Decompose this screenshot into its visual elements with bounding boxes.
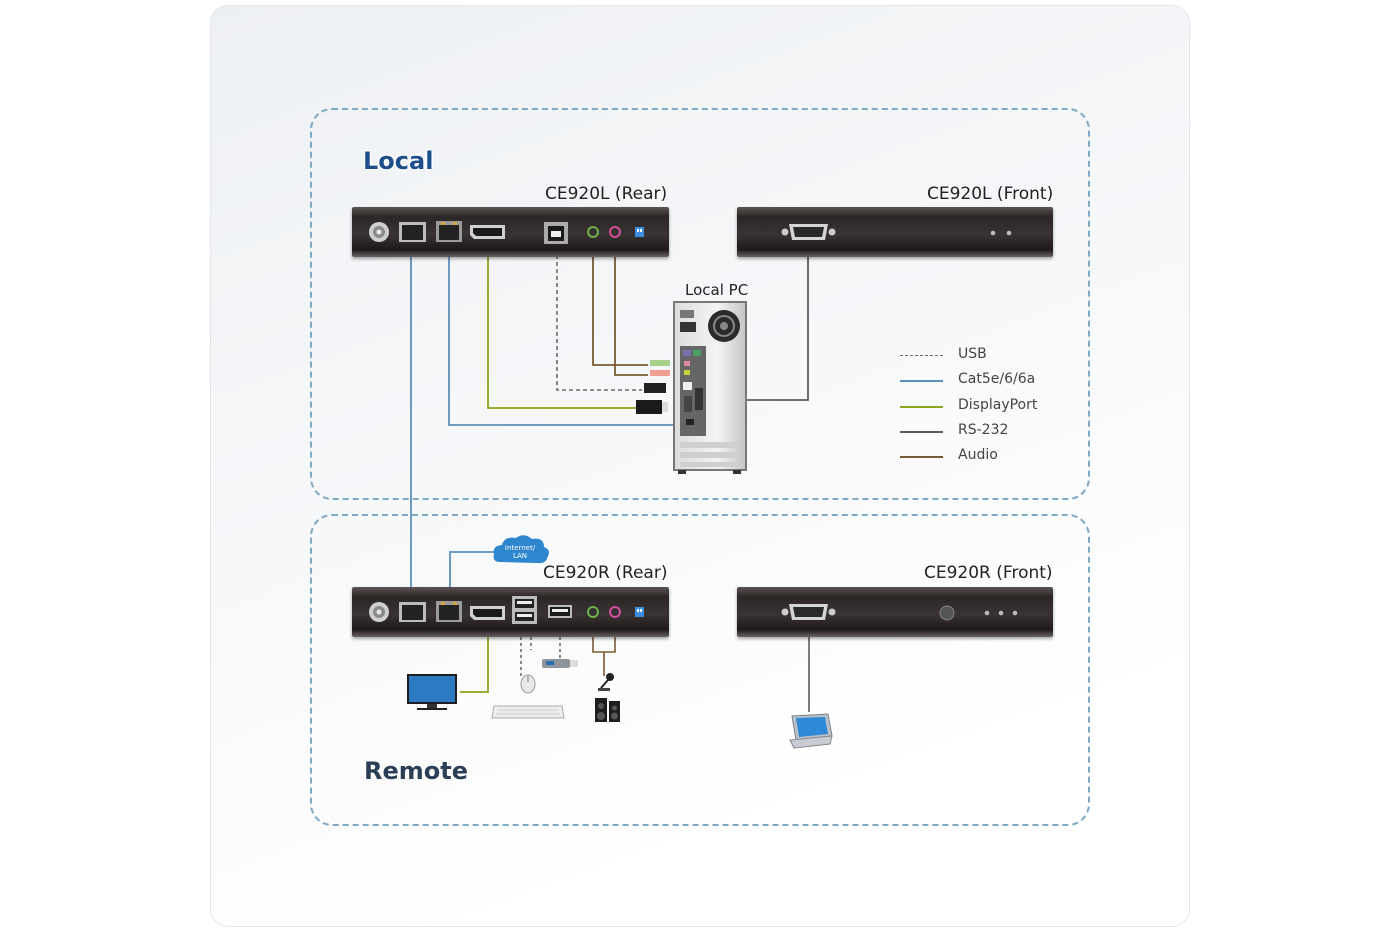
displayport-monitor-wire <box>460 625 489 693</box>
microphone-speakers-icon <box>595 673 620 722</box>
button-icon <box>939 605 955 621</box>
touch-panel-icon <box>789 713 833 749</box>
cat5-pc-wire <box>448 245 690 426</box>
rs232-port-icon <box>781 604 836 620</box>
ce920r-rear-panel <box>352 587 669 637</box>
power-jack-icon <box>369 222 389 242</box>
legend-swatch <box>900 405 943 408</box>
audio-mic-wire <box>592 244 648 366</box>
dip-switch-icon <box>635 607 644 617</box>
ce920l-rear-panel <box>352 207 669 257</box>
power-jack-icon <box>369 602 389 622</box>
ce920l-front-label: CE920L (Front) <box>927 184 1054 204</box>
usb-pc-wire <box>556 248 642 391</box>
remote-zone <box>310 514 1090 826</box>
legend-label: USB <box>958 346 987 362</box>
rj45-port-icon <box>399 222 426 242</box>
legend-label: Cat5e/6/6a <box>958 371 1036 388</box>
rj45-port-icon <box>399 602 426 622</box>
monitor-icon <box>407 674 457 710</box>
displayport-port-icon <box>470 606 505 620</box>
ce920l-front-panel <box>737 207 1053 257</box>
local-pc-label: Local PC <box>685 281 749 299</box>
usb-flash-drive-icon <box>542 659 578 668</box>
usb-a-port-icon <box>548 605 572 618</box>
cloud-label-line1: Internet/ <box>505 544 536 552</box>
mouse-keyboard-icon <box>491 674 565 719</box>
status-led-icon <box>984 610 1018 616</box>
mic-jack-icon <box>587 226 599 238</box>
ce920r-front-panel <box>737 587 1053 637</box>
legend-label: DisplayPort <box>958 396 1038 413</box>
usb-b-port-icon <box>544 222 568 244</box>
remote-zone-title: Remote <box>364 757 469 785</box>
local-zone <box>310 108 1090 500</box>
legend-swatch <box>900 456 943 459</box>
legend-swatch <box>900 380 943 383</box>
usb-a-dual-port-icon <box>512 596 537 624</box>
displayport-pc-wire <box>487 248 640 409</box>
speaker-jack-icon <box>609 226 621 238</box>
dip-switch-icon <box>635 227 644 237</box>
status-led-icon <box>990 230 1012 236</box>
internet-lan-cloud-icon: Internet/ LAN <box>493 535 549 564</box>
local-zone-title: Local <box>363 147 434 175</box>
ce920r-front-label: CE920R (Front) <box>924 563 1053 583</box>
mic-jack-icon <box>587 606 599 618</box>
legend-swatch <box>900 355 943 356</box>
rj45-port-icon <box>436 601 462 622</box>
local-pc-icon <box>636 301 747 474</box>
rs232-port-icon <box>781 224 836 240</box>
ce920l-rear-label: CE920L (Rear) <box>545 184 668 204</box>
legend-label: RS-232 <box>958 421 1009 438</box>
speaker-jack-icon <box>609 606 621 618</box>
legend-label: Audio <box>958 447 998 464</box>
rj45-port-icon <box>436 221 462 242</box>
ce920r-rear-label: CE920R (Rear) <box>543 563 668 583</box>
displayport-port-icon <box>470 225 505 239</box>
cloud-label-line2: LAN <box>513 552 527 560</box>
legend-swatch <box>900 430 943 433</box>
audio-speaker-wire <box>614 244 648 376</box>
